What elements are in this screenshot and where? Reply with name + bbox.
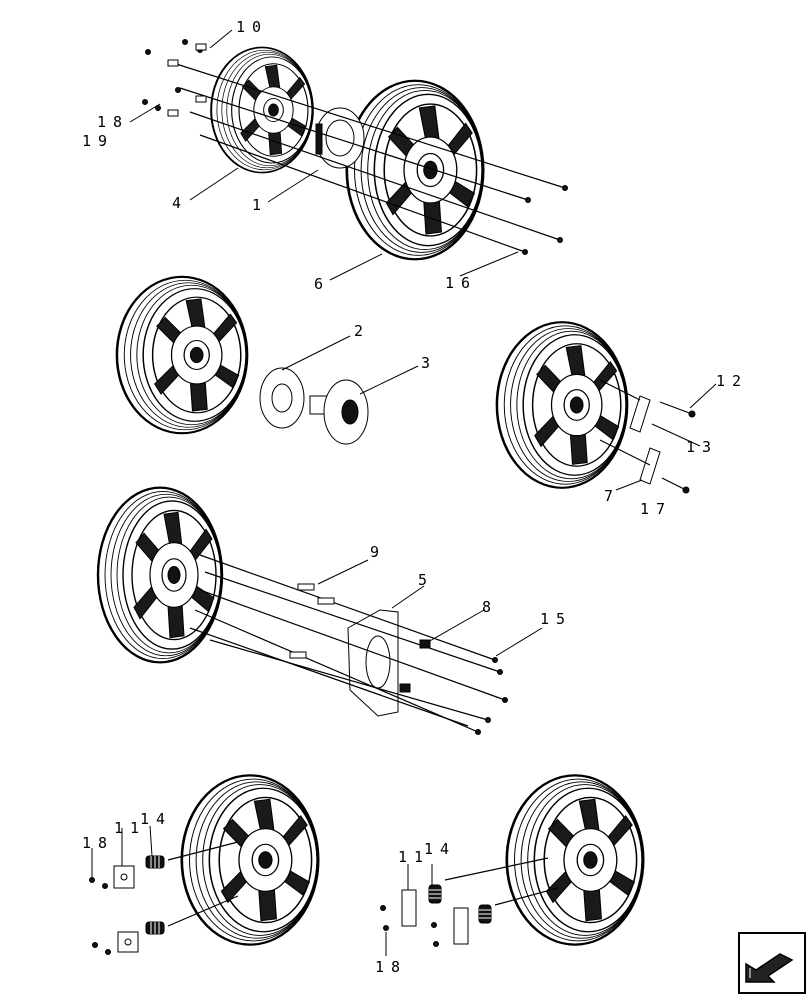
- label-5: 5: [418, 571, 434, 589]
- bolt-part-12: [659, 401, 696, 418]
- label-7: 7: [604, 487, 620, 505]
- nuts-part-18-19: [142, 99, 179, 117]
- lower-middle-assembly: [96, 486, 508, 735]
- label-6: 6: [314, 275, 330, 293]
- label-3: 3: [421, 354, 437, 372]
- pulley-bottom-left: [180, 774, 320, 946]
- label-19: 19: [82, 132, 114, 150]
- spacer-part-8: [399, 639, 431, 693]
- label-11-left: 11: [114, 819, 146, 837]
- bracket-part-13: [599, 379, 651, 433]
- bottom-left-assembly: [89, 774, 320, 955]
- flange-part-3: [309, 379, 369, 445]
- plate-part-11-b: [117, 931, 139, 953]
- label-8: 8: [482, 598, 498, 616]
- plate-part-11-d: [453, 907, 469, 945]
- middle-right-assembly: [495, 320, 696, 494]
- middle-left-assembly: [115, 275, 369, 445]
- spring-part-14-c: [428, 884, 442, 904]
- label-2: 2: [354, 322, 370, 340]
- bolt-part-17: [661, 477, 690, 494]
- label-10: 10: [236, 18, 268, 36]
- nuts-part-18-bottom-right: [380, 905, 439, 947]
- plate-part-5: [347, 609, 399, 717]
- bracket-part-7: [599, 439, 661, 485]
- label-12: 12: [716, 372, 748, 390]
- leader-lines: [91, 29, 717, 956]
- bolts-part-16: [169, 61, 568, 255]
- washer-part-2: [259, 367, 305, 429]
- top-assembly: [142, 39, 568, 261]
- label-15: 15: [540, 610, 572, 628]
- label-14-left: 14: [140, 810, 172, 828]
- spring-part-14-d: [478, 904, 492, 924]
- return-arrow-icon[interactable]: [738, 932, 806, 994]
- label-11-right: 11: [398, 848, 430, 866]
- callout-labels: 10 18 19 4 1 6 16 2 3 12 13 7 17 9 5 8 1…: [82, 18, 748, 976]
- label-4: 4: [172, 194, 188, 212]
- spring-part-14-b: [145, 921, 165, 935]
- pulley-bottom-right: [505, 774, 645, 946]
- pulley-left-mid: [115, 275, 249, 435]
- hub-part-1: [315, 107, 365, 169]
- pulley-part-4: [210, 46, 314, 174]
- label-13: 13: [686, 438, 718, 456]
- label-16: 16: [445, 274, 477, 292]
- label-1: 1: [252, 196, 268, 214]
- pulley-lower-mid: [96, 486, 224, 664]
- nuts-part-18-bottom-left: [89, 877, 111, 955]
- rods-part-9-15: [189, 554, 508, 735]
- pulley-part-6: [345, 79, 485, 261]
- return-arrow-glyph: [745, 953, 794, 983]
- bottom-right-assembly: [380, 774, 645, 947]
- nuts-part-10: [145, 39, 207, 103]
- pulley-right-mid: [495, 320, 629, 490]
- label-9: 9: [370, 543, 386, 561]
- label-18-left: 18: [82, 834, 114, 852]
- plate-part-11-a: [113, 865, 135, 889]
- plate-part-11-c: [401, 889, 417, 927]
- spring-part-14-a: [145, 855, 165, 869]
- label-14-right: 14: [424, 840, 456, 858]
- label-18-bottom: 18: [375, 958, 407, 976]
- label-18-top: 18: [97, 113, 129, 131]
- label-17: 17: [640, 500, 672, 518]
